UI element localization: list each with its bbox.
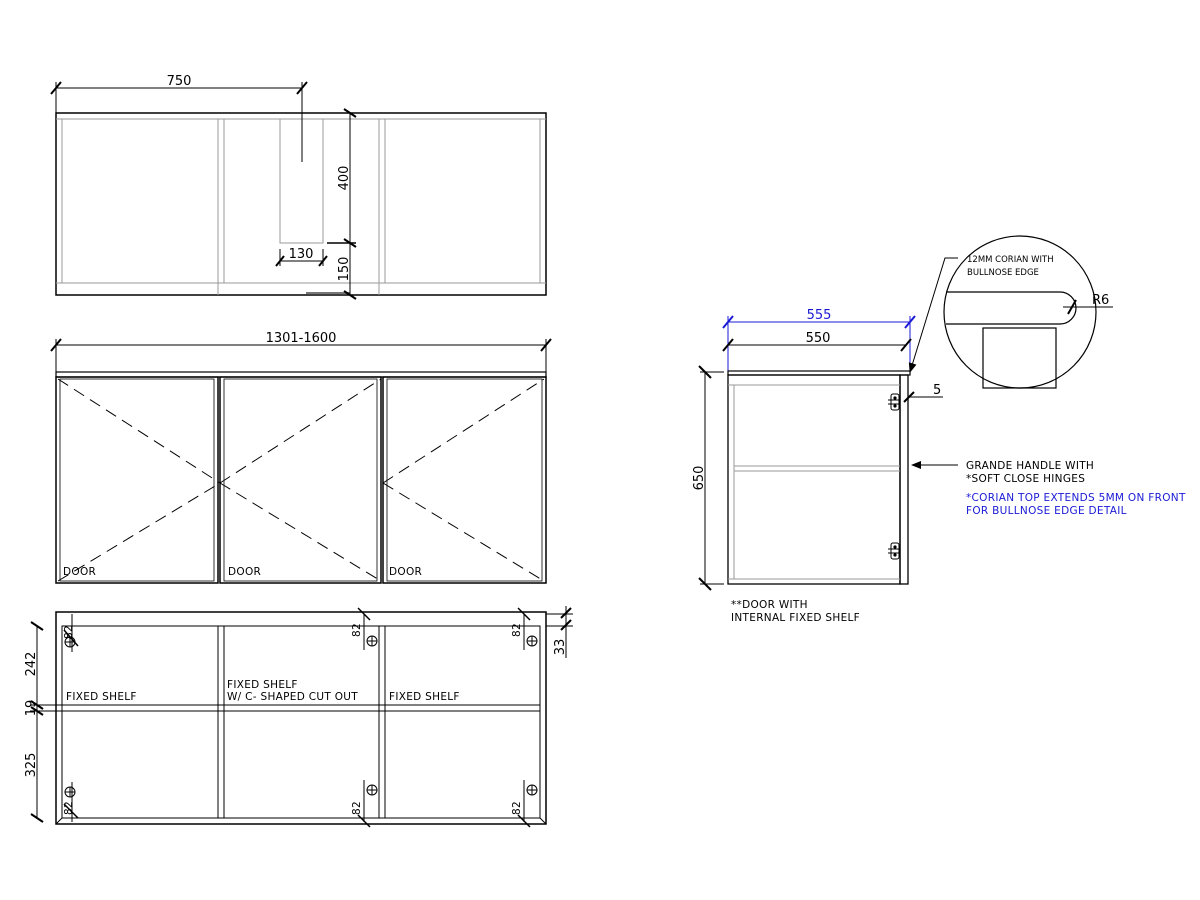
- dim-550: 550: [806, 331, 831, 346]
- dim-130: 130: [289, 247, 314, 262]
- door-label-1: DOOR: [63, 566, 96, 578]
- shelf-label-2-line1: FIXED SHELF: [227, 679, 298, 691]
- dim-33: 33: [553, 639, 568, 656]
- hinge-offset-2: 82: [63, 801, 75, 815]
- dim-150: 150: [337, 257, 352, 282]
- shelf-label-3: FIXED SHELF: [389, 691, 460, 703]
- bullnose-detail-bubble: R6 12MM CORIAN WITH BULLNOSE EDGE: [908, 235, 1113, 389]
- internal-elevation: FIXED SHELF FIXED SHELF W/ C- SHAPED CUT…: [24, 606, 573, 828]
- hinge-offset-1: 82: [63, 625, 75, 639]
- note-handle-line1: GRANDE HANDLE WITH: [966, 460, 1094, 472]
- radius-label: R6: [1092, 293, 1109, 308]
- dim-555: 555: [807, 308, 832, 323]
- note-door-line1: **DOOR WITH: [731, 599, 808, 611]
- bubble-label-line2: BULLNOSE EDGE: [967, 268, 1039, 278]
- note-door-line2: INTERNAL FIXED SHELF: [731, 612, 860, 624]
- dim-overall-width: 1301-1600: [266, 331, 337, 346]
- hinge-icon: [517, 607, 538, 650]
- hinge-icon: [63, 782, 79, 822]
- front-elevation: 1301-1600 DOOR DOOR DOOR: [50, 331, 552, 584]
- hinge-icon: [357, 780, 378, 828]
- hinge-icon: [357, 607, 378, 650]
- soft-close-hinge-icon: [888, 542, 900, 560]
- dim-242: 242: [24, 652, 39, 677]
- side-section: 555 550 650: [692, 308, 1186, 624]
- soft-close-hinge-icon: [888, 393, 900, 411]
- hinge-offset-6: 82: [511, 801, 523, 815]
- note-corian-line2: FOR BULLNOSE EDGE DETAIL: [966, 505, 1127, 517]
- hinge-offset-4: 82: [351, 801, 363, 815]
- dim-19: 19: [24, 700, 39, 717]
- hinge-offset-5: 82: [511, 623, 523, 637]
- hinge-offset-3: 82: [351, 623, 363, 637]
- hinge-icon: [517, 780, 538, 828]
- note-corian-line1: *CORIAN TOP EXTENDS 5MM ON FRONT: [966, 492, 1186, 504]
- shelf-label-2-line2: W/ C- SHAPED CUT OUT: [227, 691, 358, 703]
- shelf-label-1: FIXED SHELF: [66, 691, 137, 703]
- door-label-2: DOOR: [228, 566, 261, 578]
- hinge-icon: [63, 614, 79, 652]
- dim-5: 5: [933, 383, 941, 398]
- dim-750: 750: [167, 74, 192, 89]
- dim-325: 325: [24, 753, 39, 778]
- plan-view: 750 400 150 130: [50, 74, 547, 300]
- dim-400: 400: [337, 166, 352, 191]
- dim-650: 650: [692, 466, 707, 491]
- note-handle-line2: *SOFT CLOSE HINGES: [966, 473, 1085, 485]
- bubble-label-line1: 12MM CORIAN WITH: [967, 255, 1054, 265]
- door-label-3: DOOR: [389, 566, 422, 578]
